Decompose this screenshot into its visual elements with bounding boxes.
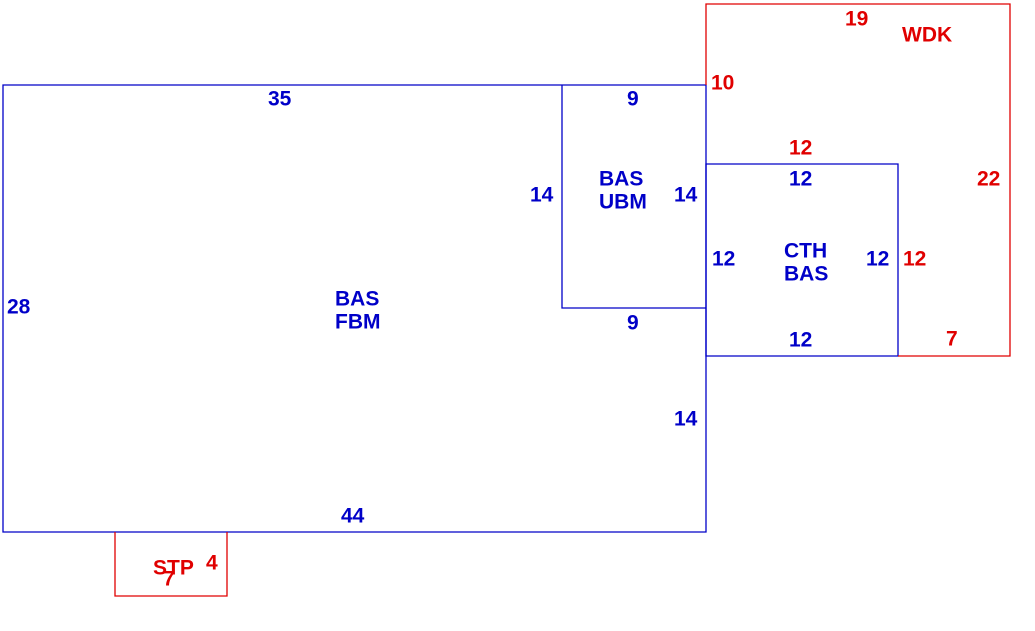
dim-cth-right: 12	[866, 248, 889, 271]
dim-cth-top: 12	[789, 168, 812, 191]
dim-wdk-inner-right: 12	[903, 248, 926, 271]
dim-wdk-left-upper: 10	[711, 72, 734, 95]
dim-fbm-top: 35	[268, 88, 292, 111]
dim-ubm-top: 9	[627, 88, 639, 111]
dim-wdk-right: 22	[977, 168, 1000, 191]
dim-wdk-bottom: 7	[946, 328, 958, 351]
cth-label-line2: BAS	[784, 263, 828, 286]
stp-label: STP	[153, 557, 194, 580]
ubm-outline	[561, 85, 706, 309]
dim-ubm-bottom: 9	[627, 312, 639, 335]
dim-fbm-left: 28	[7, 296, 31, 319]
dim-ubm-left: 14	[530, 184, 554, 207]
dim-cth-left: 12	[712, 248, 735, 271]
fbm-label-line2: FBM	[335, 311, 381, 334]
dim-wdk-top: 19	[845, 8, 868, 31]
dim-fbm-right-lower: 14	[674, 408, 698, 431]
dim-fbm-bottom: 44	[341, 505, 365, 528]
dim-stp-width: 7	[163, 568, 175, 591]
wdk-outline	[705, 3, 1011, 357]
dim-ubm-right: 14	[674, 184, 698, 207]
dim-wdk-inner-top: 12	[789, 137, 812, 160]
wdk-label: WDK	[902, 24, 952, 47]
dim-stp-height: 4	[206, 552, 218, 575]
fbm-outline	[2, 84, 707, 533]
dim-cth-bottom: 12	[789, 329, 812, 352]
fbm-label-line1: BAS	[335, 288, 379, 311]
ubm-label-line1: BAS	[599, 168, 643, 191]
cth-label-line1: CTH	[784, 240, 827, 263]
ubm-label-line2: UBM	[599, 191, 647, 214]
stp-outline	[114, 532, 228, 597]
